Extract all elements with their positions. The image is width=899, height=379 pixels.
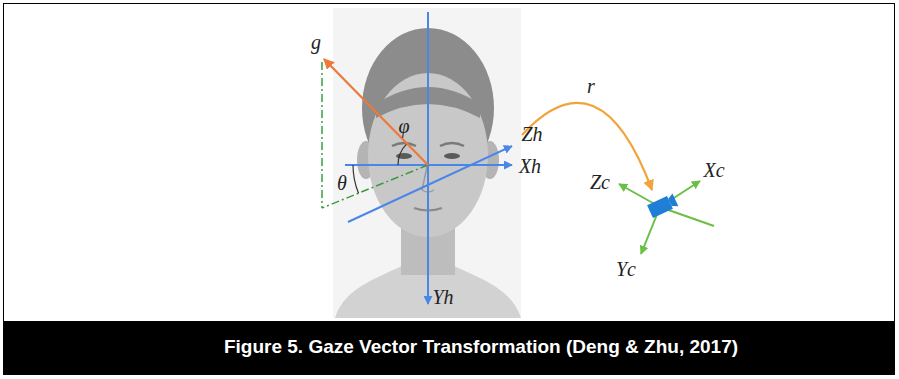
theta-arc [353,165,359,193]
gaze-vector [324,59,428,165]
axis-label: θ [337,173,347,193]
z-axis-head [348,146,512,222]
axis-label: Yc [616,259,636,279]
phi-arc [398,144,407,165]
eyebrow [440,143,464,146]
axis-label: φ [398,116,409,136]
eyebrow [392,143,416,146]
axis-label: r [587,76,595,96]
y-axis-head [427,12,429,304]
axis-label: Xh [519,156,541,176]
axis-label: Yh [432,287,453,307]
axis-label: g [311,32,321,52]
caption-band [4,321,894,374]
figure-frame [4,4,895,375]
rotation-arrow [522,103,652,190]
axis-label: Xc [703,160,724,180]
axis-label: Zh [521,124,542,144]
camera-icon [647,193,678,218]
figure-caption: Figure 5. Gaze Vector Transformation (De… [224,336,738,359]
camera-lens [667,193,678,208]
projection-line [321,62,323,208]
projection-line [322,165,428,208]
eye [444,153,460,159]
axis-label: Zc [590,172,610,192]
